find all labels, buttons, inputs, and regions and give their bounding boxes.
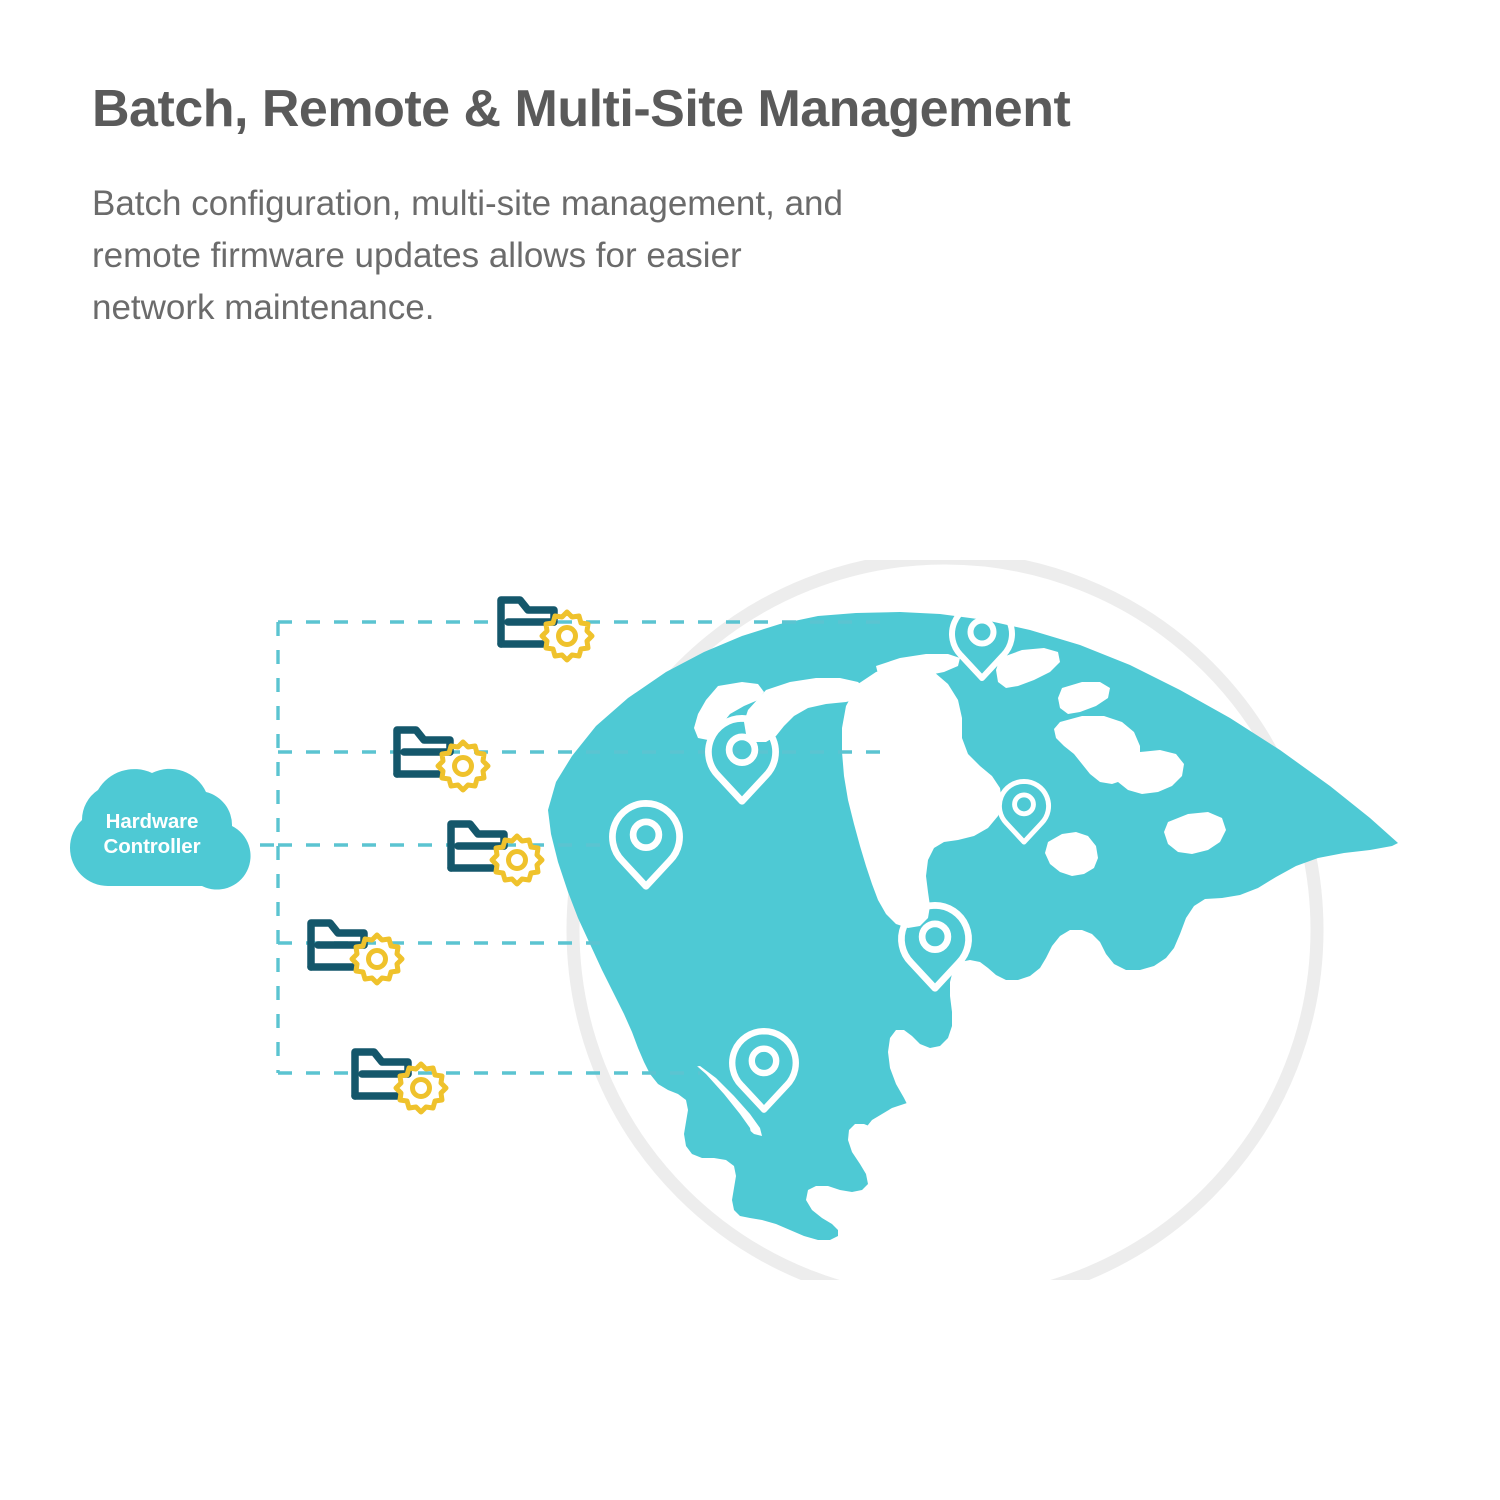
map-pin-icon[interactable] — [705, 715, 779, 805]
map-pin-icon[interactable] — [898, 902, 972, 992]
description-line-1: Batch configuration, multi-site manageme… — [92, 184, 843, 223]
site-node-5[interactable] — [351, 1048, 449, 1115]
controller-label: Hardware Controller — [62, 762, 242, 882]
site-node-3[interactable] — [447, 820, 545, 887]
controller-label-line-2: Controller — [103, 835, 201, 858]
map-pin-icon[interactable] — [609, 800, 683, 890]
text-block: Batch, Remote & Multi-Site Management Ba… — [92, 78, 1292, 334]
gear-icon — [349, 932, 405, 986]
gear-icon — [393, 1061, 449, 1115]
map-pin-icon[interactable] — [729, 1028, 799, 1113]
site-node-1[interactable] — [497, 596, 595, 663]
description-line-3: network maintenance. — [92, 288, 435, 327]
page-description: Batch configuration, multi-site manageme… — [92, 140, 1102, 334]
description-line-2: remote firmware updates allows for easie… — [92, 236, 742, 275]
site-node-2[interactable] — [393, 726, 491, 793]
page-title: Batch, Remote & Multi-Site Management — [92, 80, 1071, 138]
north-america-map — [548, 612, 1398, 1240]
map-pins — [609, 601, 1052, 1113]
map-pin-icon[interactable] — [949, 601, 1015, 681]
controller-node[interactable]: Hardware Controller — [62, 762, 242, 882]
map-pin-icon[interactable] — [996, 778, 1052, 845]
gear-icon — [435, 739, 491, 793]
gear-icon — [539, 609, 595, 663]
site-node-4[interactable] — [307, 919, 405, 986]
globe-arc — [566, 560, 1324, 1280]
controller-label-line-1: Hardware — [105, 810, 199, 833]
gear-icon — [489, 833, 545, 887]
cloud-icon — [69, 768, 251, 890]
